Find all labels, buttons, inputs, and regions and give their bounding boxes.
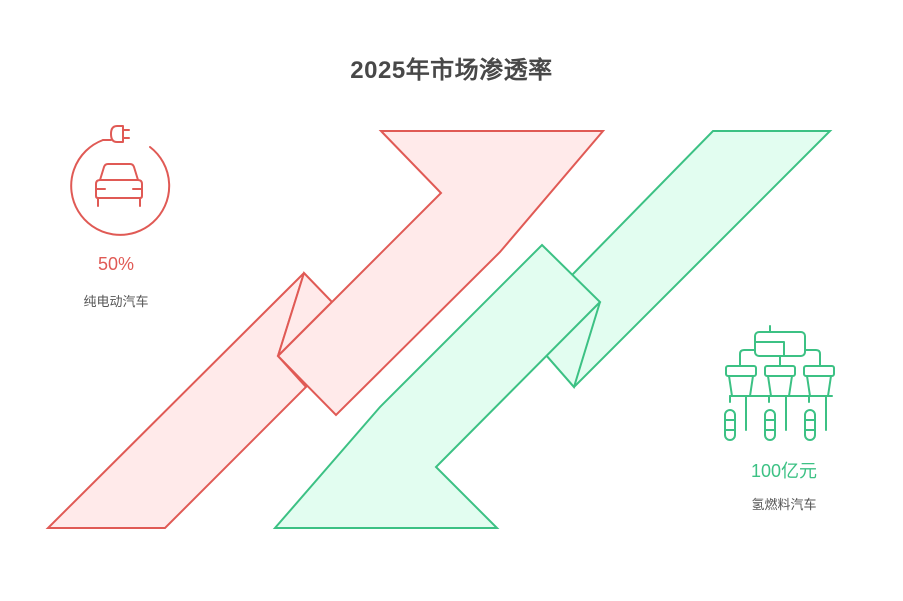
ev-arrow-tail xyxy=(45,272,308,529)
page-title: 2025年市场渗透率 xyxy=(350,57,553,84)
ev-arrow-head xyxy=(276,130,606,417)
h2-label: 氢燃料汽车 xyxy=(751,497,817,512)
h2-arrow-lower xyxy=(272,243,602,529)
ev-metric-value: 50% xyxy=(97,254,135,274)
hydrogen-network-icon xyxy=(724,325,835,441)
ev-arrow xyxy=(45,130,606,529)
ev-label: 纯电动汽车 xyxy=(83,294,149,309)
ev-icon-container xyxy=(65,120,175,240)
h2-arrow xyxy=(272,130,833,529)
h2-metric-value: 100亿元 xyxy=(750,461,818,481)
electric-car-plug-icon xyxy=(70,125,171,236)
h2-icon-container xyxy=(722,322,840,444)
